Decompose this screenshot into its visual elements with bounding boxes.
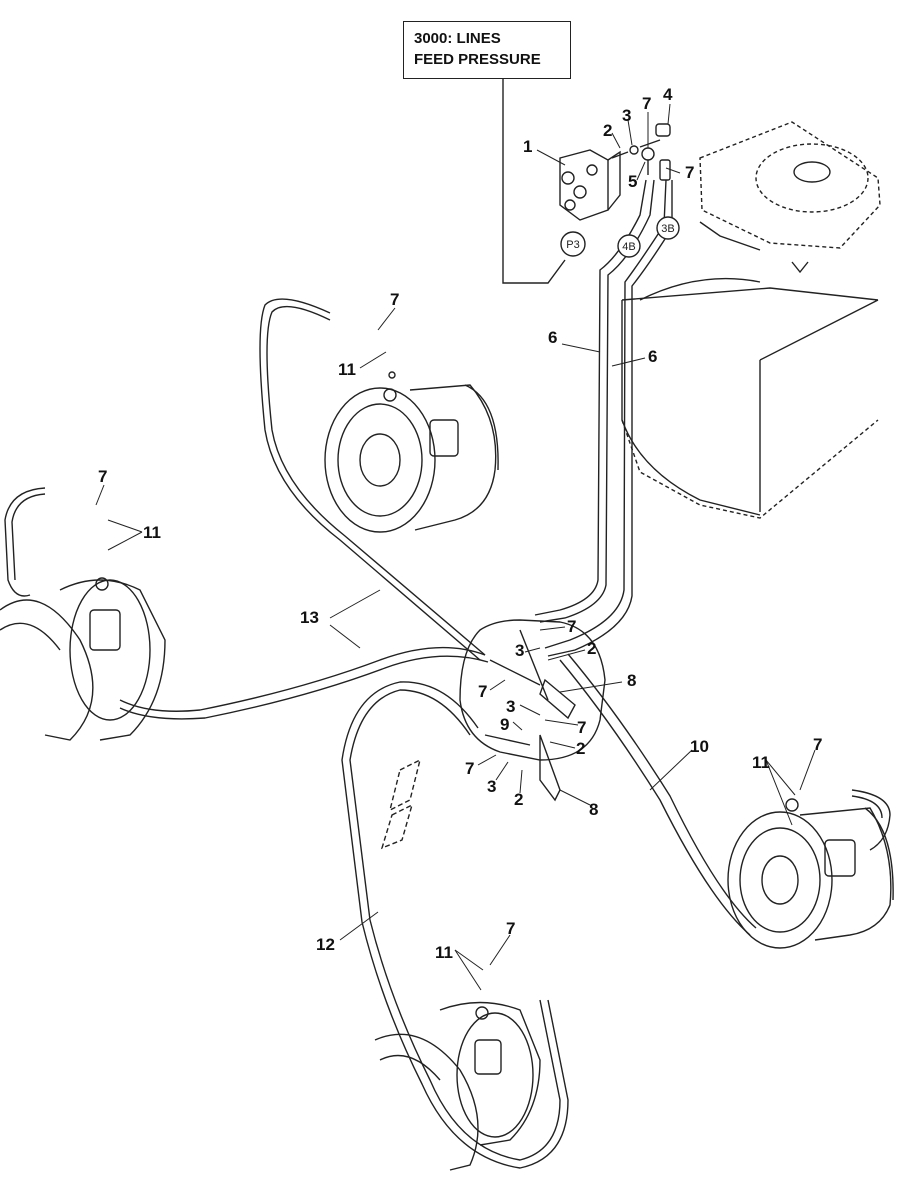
callout-10: 10 (690, 737, 709, 756)
callout-7-mid-left: 7 (478, 682, 487, 701)
callout-1: 1 (523, 137, 532, 156)
callout-8-top: 8 (627, 671, 636, 690)
valve-block (559, 149, 621, 221)
manifold (459, 619, 606, 802)
skid-marker (380, 758, 422, 850)
callout-6-right: 6 (648, 347, 657, 366)
motor-bottom (374, 1001, 541, 1171)
callout-7-tl-motor: 7 (390, 290, 399, 309)
hose-12 (341, 681, 569, 1169)
hose-to-top-left-motor (259, 298, 486, 661)
callout-7-bottom-motor: 7 (506, 919, 515, 938)
callout-5-top: 5 (628, 172, 637, 191)
motor-left (0, 577, 166, 741)
title-leader (502, 79, 566, 284)
callout-7-top-a: 7 (642, 94, 651, 113)
hose-10 (559, 653, 891, 936)
tag-3b: 3B (656, 216, 680, 240)
tag-4b-label: 4B (622, 241, 635, 253)
callout-7-top-b: 7 (685, 163, 694, 182)
callout-12: 12 (316, 935, 335, 954)
hose-13 (4, 487, 489, 720)
callout-7-mid-top: 7 (567, 617, 576, 636)
title-line-1: 3000: LINES (414, 30, 501, 47)
callout-numbers: 1 2 3 7 4 5 7 6 6 7 11 7 11 13 7 2 3 8 7… (98, 85, 822, 962)
callout-7-left-motor: 7 (98, 467, 107, 486)
tag-4b: 4B (617, 234, 641, 258)
callout-11-tl-motor: 11 (338, 360, 356, 379)
callout-2-mid-top: 2 (587, 639, 596, 658)
callout-6-left: 6 (548, 328, 557, 347)
callout-2-top: 2 (603, 121, 612, 140)
hose-6 (534, 179, 673, 657)
callout-4-top: 4 (663, 85, 673, 104)
tag-p3-label: P3 (566, 239, 579, 251)
callout-11-right-motor: 11 (752, 753, 770, 772)
callout-7-right-motor: 7 (813, 735, 822, 754)
leader-lines (95, 103, 816, 991)
callout-11-bottom-motor: 11 (435, 943, 453, 962)
title-line-2: FEED PRESSURE (414, 51, 541, 68)
callout-8-bottom: 8 (589, 800, 598, 819)
callout-7-mid-bottom: 7 (465, 759, 474, 778)
callout-3-mid: 3 (506, 697, 515, 716)
motor-top-left (324, 371, 499, 533)
callout-2-mid: 2 (576, 739, 585, 758)
tag-3b-label: 3B (661, 223, 674, 235)
callout-13: 13 (300, 608, 319, 627)
callout-3-top: 3 (622, 106, 631, 125)
title-box: 3000: LINES FEED PRESSURE (403, 21, 571, 79)
callout-2-mid-bottom: 2 (514, 790, 523, 809)
callout-9: 9 (500, 715, 509, 734)
hydraulic-tank (621, 121, 881, 519)
motor-right (727, 798, 894, 949)
callout-7-mid: 7 (577, 718, 586, 737)
callout-3-mid-top: 3 (515, 641, 524, 660)
callout-11-left-motor: 11 (143, 523, 161, 542)
callout-3-mid-bottom: 3 (487, 777, 496, 796)
tag-p3: P3 (560, 231, 586, 257)
